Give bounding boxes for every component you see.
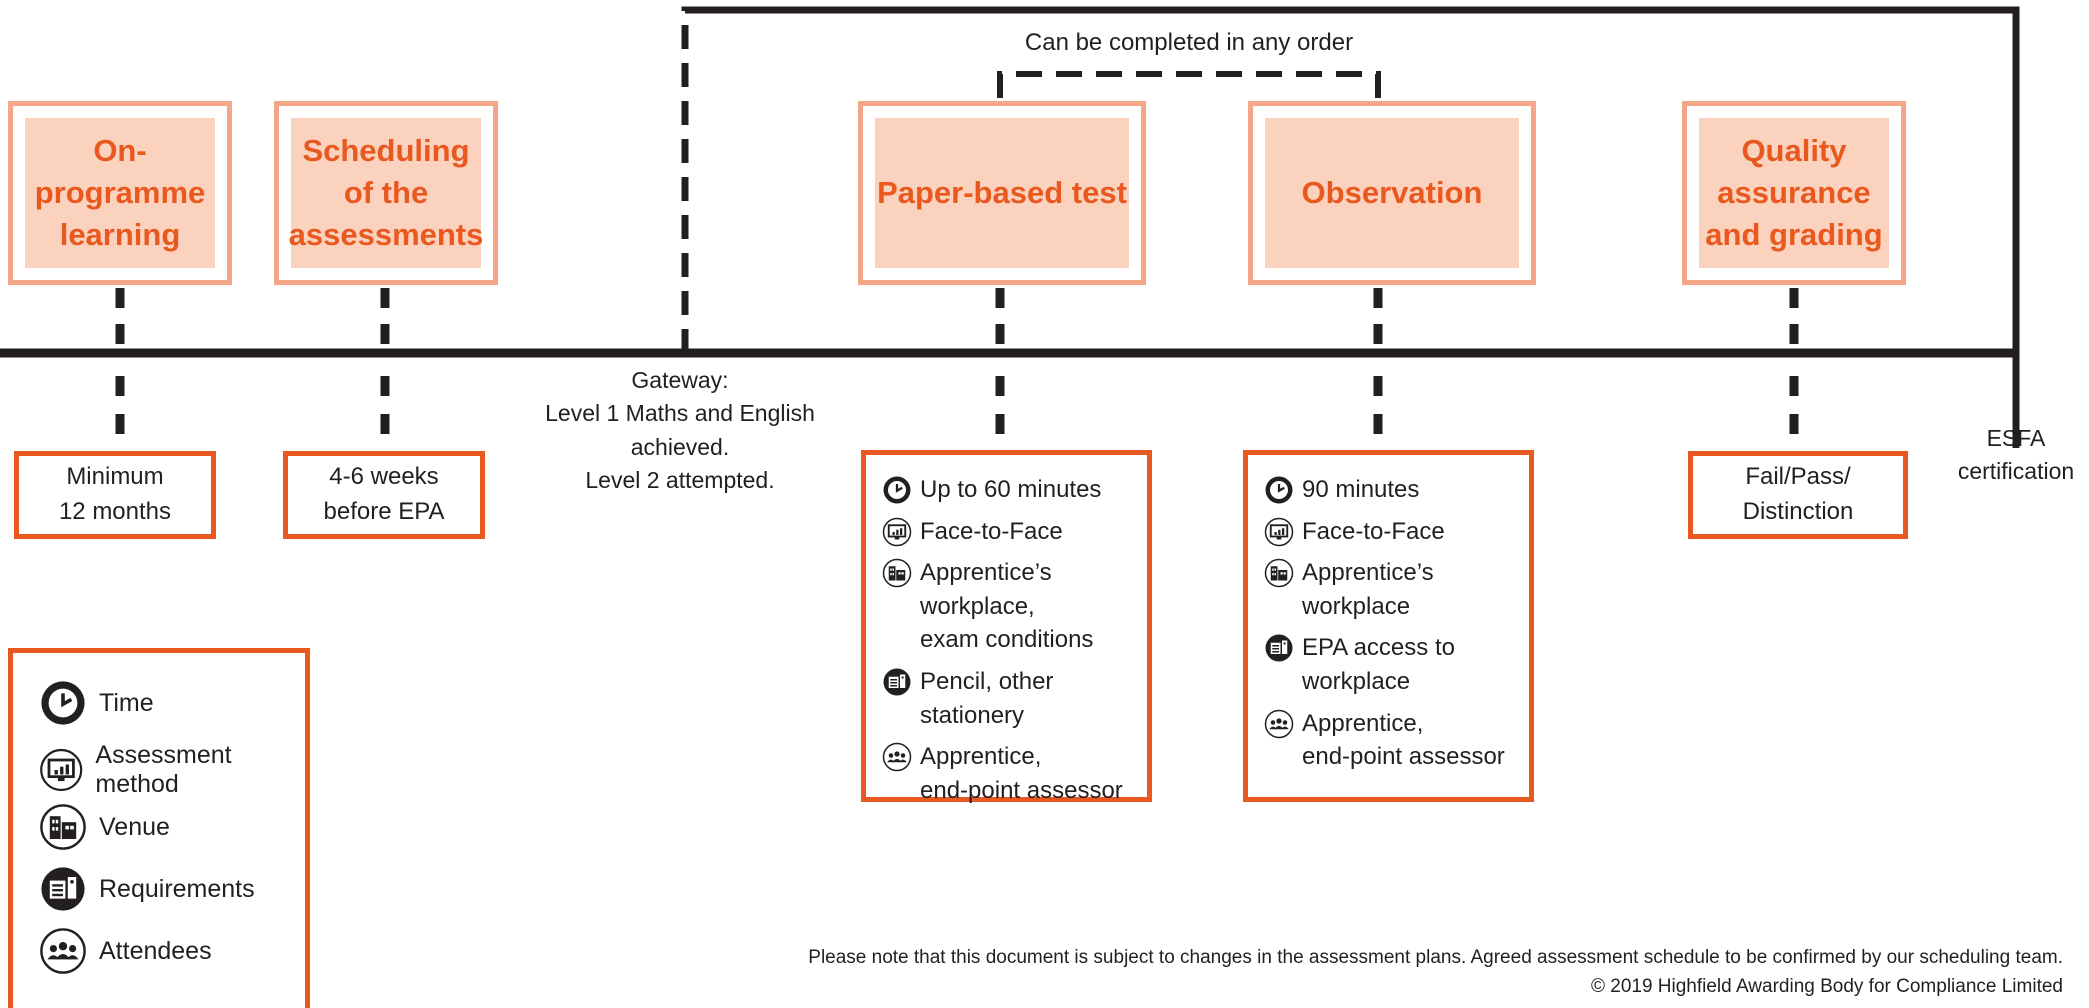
detail-text: Apprentice’s workplace, exam conditions: [920, 559, 1094, 654]
paper-test-details: Up to 60 minutes Face-to-Face Apprentice…: [861, 450, 1152, 804]
clock-icon: [41, 681, 85, 725]
detail-item: Face-to-Face: [1264, 515, 1521, 549]
stage-observation: Observation: [1248, 101, 1536, 285]
requirements-icon: [883, 668, 911, 696]
monitor-icon: [40, 748, 83, 792]
people-icon: [1264, 709, 1294, 738]
detail-item: Up to 60 minutes: [882, 473, 1139, 507]
detail-text: Pencil, other stationery: [920, 667, 1054, 729]
detail-text: Up to 60 minutes: [920, 476, 1102, 503]
detail-item: Apprentice’s workplace: [1264, 556, 1521, 623]
legend-label: Time: [99, 688, 154, 717]
detail-item: Apprentice, end-point assessor: [882, 740, 1139, 807]
stage-quality: Quality assurance and grading: [1682, 101, 1906, 285]
legend: Time Assessment method Venue Requirement…: [8, 648, 310, 1008]
stage-title: On-programme learning: [34, 133, 206, 252]
legend-label: Requirements: [99, 874, 255, 903]
requirements-icon: [1265, 634, 1293, 662]
detail-text: Apprentice’s workplace: [1302, 559, 1434, 620]
detail-text: Face-to-Face: [1302, 517, 1445, 545]
info-box-weeks: 4-6 weeks before EPA: [283, 451, 485, 539]
clock-icon: [883, 476, 911, 504]
legend-item: Attendees: [39, 927, 212, 975]
legend-item: Assessment method: [39, 741, 305, 799]
detail-text: 90 minutes: [1302, 476, 1420, 503]
detail-item: Apprentice’s workplace, exam conditions: [882, 556, 1139, 657]
stage-on-programme: On-programme learning: [8, 101, 232, 285]
building-icon: [1264, 558, 1294, 588]
stage-title: Scheduling of the assessments: [288, 133, 484, 252]
legend-item: Time: [39, 679, 154, 727]
detail-text: Apprentice, end-point assessor: [920, 743, 1123, 804]
building-icon: [40, 804, 86, 850]
detail-text: Apprentice, end-point assessor: [1302, 709, 1505, 771]
order-bracket: [997, 71, 1381, 98]
people-icon: [882, 742, 912, 772]
legend-item: Requirements: [39, 865, 255, 913]
order-note: Can be completed in any order: [1024, 29, 1354, 56]
requirements-icon: [41, 867, 85, 911]
stage-title: Paper-based test: [877, 175, 1127, 211]
monitor-icon: [882, 517, 912, 546]
building-icon: [882, 558, 912, 588]
detail-text: EPA access to workplace: [1302, 634, 1455, 695]
detail-item: Face-to-Face: [882, 515, 1139, 549]
copyright: © 2019 Highfield Awarding Body for Compl…: [1590, 976, 2063, 997]
gateway-label: Gateway: Level 1 Maths and English achie…: [545, 367, 815, 494]
stage-title: Quality assurance and grading: [1705, 133, 1883, 252]
stage-paper-test: Paper-based test: [858, 101, 1146, 285]
detail-item: Pencil, other stationery: [882, 665, 1139, 732]
legend-label: Venue: [99, 812, 170, 841]
legend-label: Assessment method: [95, 741, 232, 798]
info-box-grades: Fail/Pass/ Distinction: [1688, 451, 1908, 539]
detail-text: Face-to-Face: [920, 517, 1063, 545]
stage-scheduling: Scheduling of the assessments: [274, 101, 498, 285]
clock-icon: [1265, 476, 1293, 504]
detail-item: Apprentice, end-point assessor: [1264, 707, 1521, 774]
footer-note: Please note that this document is subjec…: [808, 947, 2063, 968]
info-box-minimum: Minimum 12 months: [14, 451, 216, 539]
observation-details: 90 minutes Face-to-Face Apprentice’s wor…: [1243, 450, 1534, 802]
esfa-label: ESFA certification: [1957, 425, 2075, 485]
people-icon: [40, 928, 86, 974]
stage-title: Observation: [1301, 175, 1483, 211]
detail-item: EPA access to workplace: [1264, 631, 1521, 698]
legend-label: Attendees: [99, 936, 212, 965]
monitor-icon: [1264, 517, 1294, 546]
legend-item: Venue: [39, 803, 170, 851]
detail-item: 90 minutes: [1264, 473, 1521, 507]
